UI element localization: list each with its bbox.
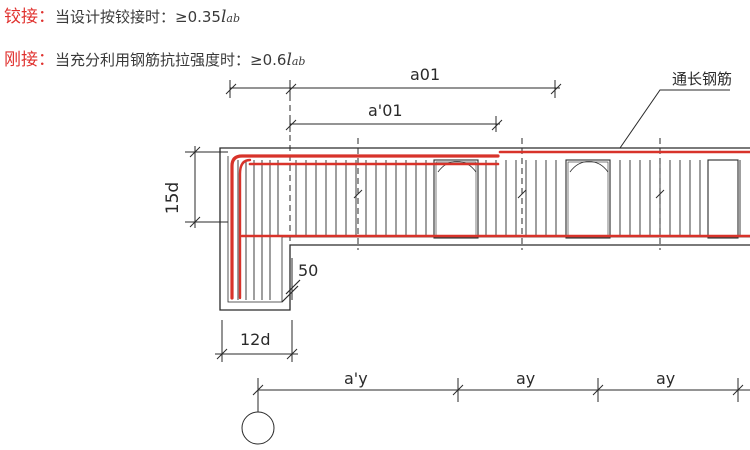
tie-box (707, 159, 739, 239)
callout-label: 通长钢筋 (672, 70, 732, 88)
dim-12d: 12d (240, 330, 271, 349)
rigid-tag: 刚接： (4, 50, 55, 70)
beam-outline (219, 147, 750, 311)
hinged-subscript: ab (226, 12, 241, 25)
hinged-symbol: l (220, 7, 227, 27)
callout-leader (619, 89, 730, 149)
hinged-tag: 铰接： (4, 7, 55, 27)
dim-50: 50 (298, 261, 318, 280)
rigid-subscript: ab (291, 55, 306, 68)
rigid-note: 刚接：当充分利用钢筋抗拉强度时：≥0.6lab (4, 45, 305, 70)
dim-a01: a01 (410, 65, 440, 84)
hinged-text: 当设计按铰接时：≥0.35 (55, 8, 221, 26)
rigid-symbol: l (286, 50, 292, 70)
dim-a01-prime: a'01 (368, 101, 403, 120)
tie-box (565, 159, 611, 239)
dim-ay-1: ay (516, 369, 535, 388)
axis-circle (241, 411, 275, 445)
dim-ay-prime: a'y (344, 369, 368, 388)
tie-box (433, 159, 479, 239)
dim-15d: 15d (163, 182, 183, 214)
dim-ay-2: ay (656, 369, 675, 388)
top-rebar-anchored (230, 154, 500, 300)
rigid-text: 当充分利用钢筋抗拉强度时：≥0.6 (55, 51, 287, 69)
red-rebars (230, 150, 750, 300)
hinged-note: 铰接：当设计按铰接时：≥0.35lab (4, 2, 240, 27)
